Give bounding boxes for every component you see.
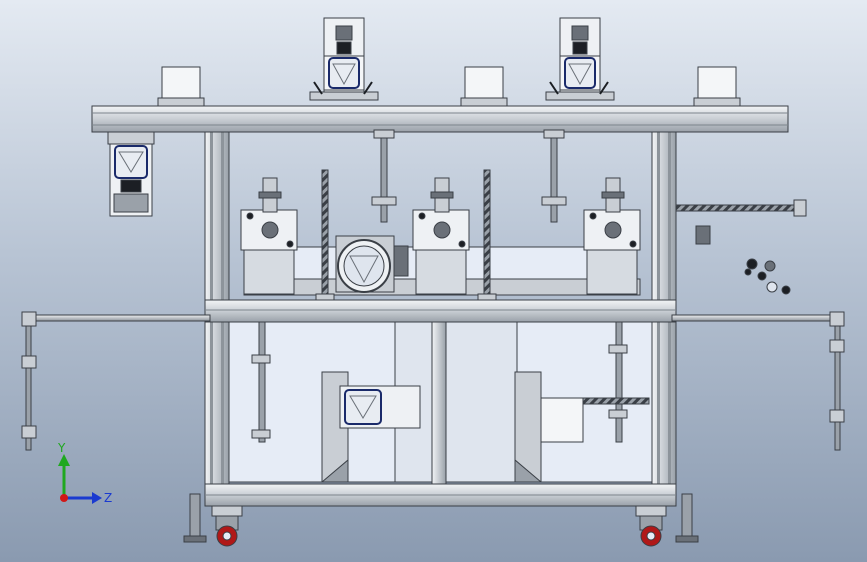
top-crossbeam: [91, 105, 789, 133]
top-motor-left: [309, 17, 379, 101]
side-motor-left: [107, 131, 155, 217]
side-rods: [21, 311, 845, 451]
leveling-feet: [183, 493, 699, 543]
spindle-unit-right: [583, 177, 641, 295]
lower-inner-parts: [251, 321, 650, 483]
z-axis-label: Z: [104, 491, 112, 505]
spindle-unit-left: [240, 177, 298, 295]
top-motor-right: [545, 17, 615, 101]
spindle-unit-center: [412, 177, 470, 295]
right-screw-assembly: [675, 199, 807, 295]
lead-screws: [371, 129, 567, 223]
bottom-rail: [204, 483, 677, 507]
top-cube-blocks: [157, 66, 741, 107]
triad-origin: [60, 494, 68, 502]
caster-right: [635, 505, 667, 547]
coordinate-triad: Y Z: [57, 441, 112, 505]
caster-left: [211, 505, 243, 547]
middle-rail: [204, 299, 677, 323]
center-drum-motor: [335, 235, 409, 293]
y-axis-label: Y: [57, 441, 66, 455]
